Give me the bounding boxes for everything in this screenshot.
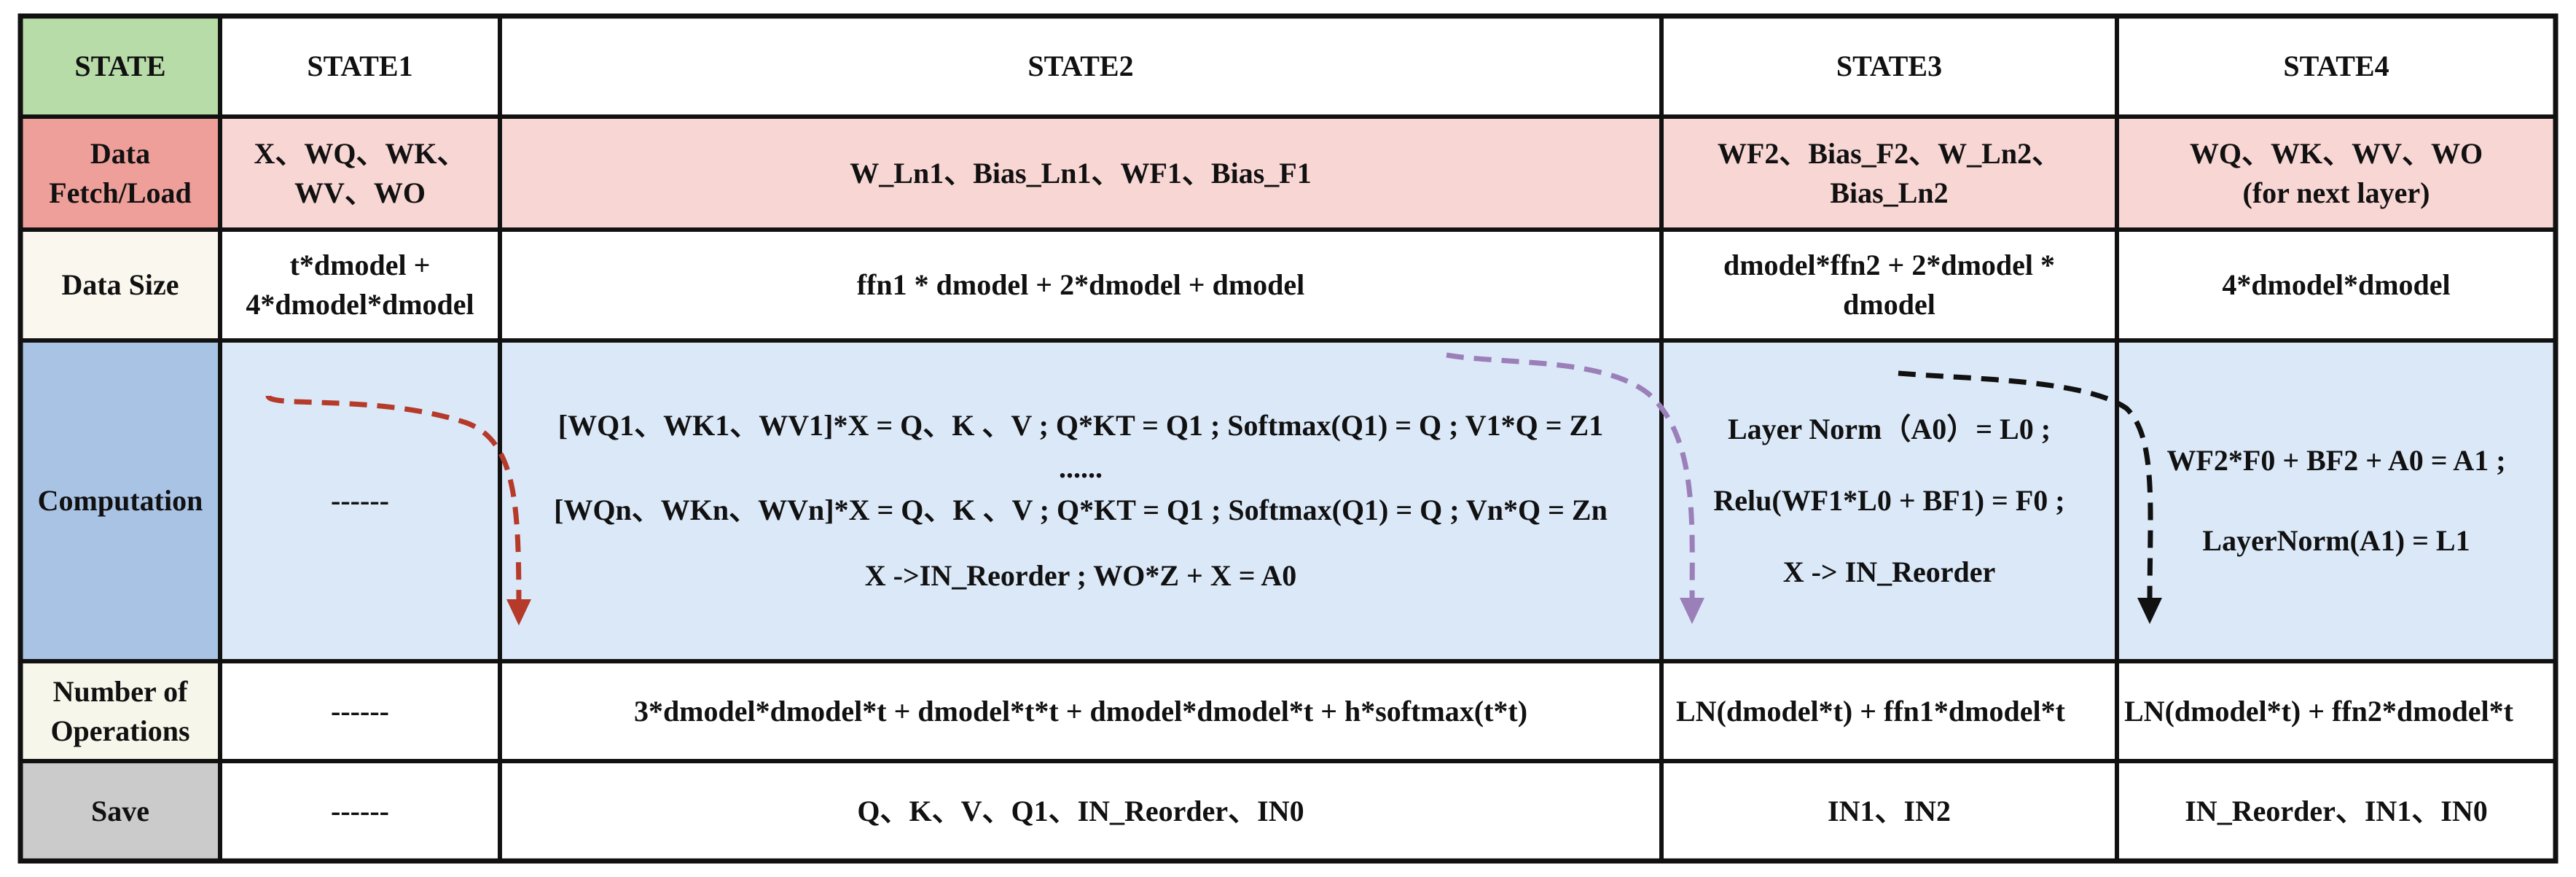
size-state1-line1: t*dmodel +: [289, 249, 431, 281]
computation-state3-line2: Relu(WF1*L0 + BF1) = F0 ;: [1713, 484, 2065, 517]
save-state1: ------: [220, 761, 500, 861]
computation-state2-line1: [WQ1、WK1、WV1]*X = Q、K 、V ; Q*KT = Q1 ; S…: [557, 409, 1604, 442]
row-label-ops-line2: Operations: [50, 714, 190, 747]
size-state1: t*dmodel + 4*dmodel*dmodel: [220, 230, 500, 340]
save-state3: IN1、IN2: [1661, 761, 2117, 861]
row-label-ops-line1: Number of: [52, 674, 188, 708]
size-state4: 4*dmodel*dmodel: [2117, 230, 2556, 340]
fetch-state1-line1: X、WQ、WK、: [254, 136, 466, 170]
fetch-state1: X、WQ、WK、 WV、WO: [220, 117, 500, 230]
save-state4: IN_Reorder、IN1、IN0: [2117, 761, 2556, 861]
row-label-save: Save: [20, 761, 220, 861]
header-state3: STATE3: [1661, 16, 2117, 117]
row-label-data-fetch: Data Fetch/Load: [20, 117, 220, 230]
size-state3-line1: dmodel*ffn2 + 2*dmodel *: [1723, 249, 2056, 281]
computation-state2-line2: [WQn、WKn、WVn]*X = Q、K 、V ; Q*KT = Q1 ; S…: [554, 494, 1608, 526]
save-state2: Q、K、V、Q1、IN_Reorder、IN0: [500, 761, 1661, 861]
row-label-number-of-operations: Number of Operations: [20, 661, 220, 761]
size-state3: dmodel*ffn2 + 2*dmodel * dmodel: [1661, 230, 2117, 340]
size-state3-line2: dmodel: [1843, 288, 1935, 321]
header-state: STATE: [20, 16, 220, 117]
ops-state2: 3*dmodel*dmodel*t + dmodel*t*t + dmodel*…: [500, 661, 1661, 761]
header-state4: STATE4: [2117, 16, 2556, 117]
computation-state2-line3: X ->IN_Reorder ; WO*Z + X = A0: [864, 559, 1297, 592]
fetch-state4-line1: WQ、WK、WV、WO: [2189, 136, 2483, 170]
size-state1-line2: 4*dmodel*dmodel: [246, 288, 474, 321]
ops-state4: LN(dmodel*t) + ffn2*dmodel*t: [2117, 661, 2556, 761]
fetch-state3: WF2、Bias_F2、W_Ln2、 Bias_Ln2: [1661, 117, 2117, 230]
header-state1: STATE1: [220, 16, 500, 117]
fetch-state2: W_Ln1、Bias_Ln1、WF1、Bias_F1: [500, 117, 1661, 230]
ops-state3: LN(dmodel*t) + ffn1*dmodel*t: [1661, 661, 2117, 761]
fetch-state3-line2: Bias_Ln2: [1830, 176, 1949, 209]
fetch-state3-line1: WF2、Bias_F2、W_Ln2、: [1717, 136, 2062, 170]
computation-state1: ------: [220, 340, 500, 661]
computation-state3-line3: X -> IN_Reorder: [1782, 556, 1996, 588]
fetch-state4: WQ、WK、WV、WO (for next layer): [2117, 117, 2556, 230]
size-state2: ffn1 * dmodel + 2*dmodel + dmodel: [500, 230, 1661, 340]
computation-state2-ellipsis: ......: [1059, 451, 1103, 484]
fetch-state1-line2: WV、WO: [294, 176, 426, 209]
computation-state2: [WQ1、WK1、WV1]*X = Q、K 、V ; Q*KT = Q1 ; S…: [500, 340, 1661, 661]
computation-state4: WF2*F0 + BF2 + A0 = A1 ; LayerNorm(A1) =…: [2117, 340, 2556, 661]
computation-state4-line1: WF2*F0 + BF2 + A0 = A1 ;: [2166, 444, 2506, 477]
computation-state4-line2: LayerNorm(A1) = L1: [2202, 524, 2470, 557]
fetch-state4-line2: (for next layer): [2242, 176, 2430, 209]
computation-state3: Layer Norm（A0）= L0 ; Relu(WF1*L0 + BF1) …: [1661, 340, 2117, 661]
row-label-data-fetch-line2: Fetch/Load: [49, 176, 192, 209]
header-state2: STATE2: [500, 16, 1661, 117]
row-label-data-fetch-line1: Data: [90, 136, 151, 170]
computation-state3-line1: Layer Norm（A0）= L0 ;: [1727, 413, 2051, 445]
row-label-data-size: Data Size: [20, 230, 220, 340]
ops-state1: ------: [220, 661, 500, 761]
row-label-computation: Computation: [20, 340, 220, 661]
